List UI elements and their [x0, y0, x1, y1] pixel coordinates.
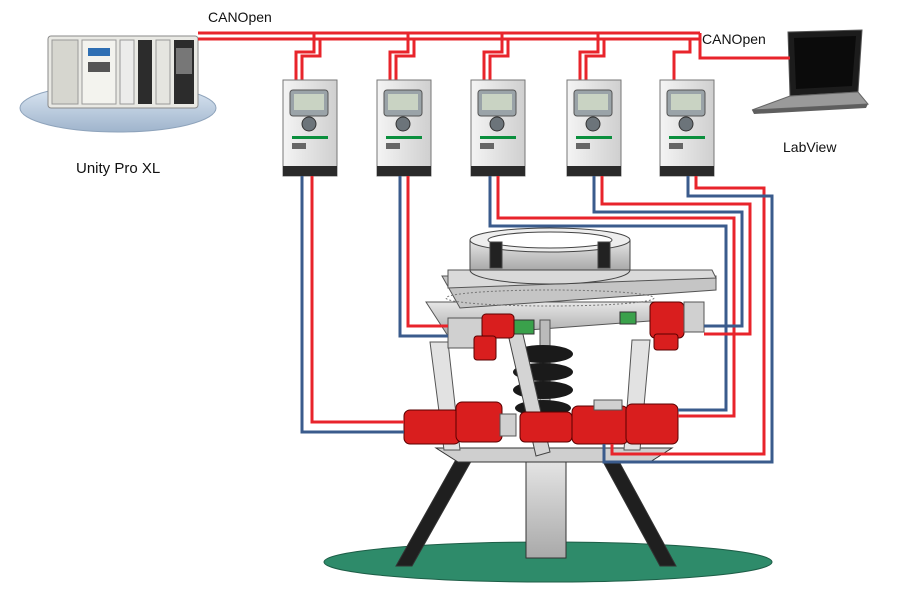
canopen-label-right: CANOpen — [702, 31, 766, 47]
servo-drive-4 — [566, 79, 622, 177]
gear-motor-3 — [403, 401, 517, 445]
gear-motor-4 — [519, 399, 679, 445]
gear-motor-1 — [447, 313, 515, 361]
servo-drive-1 — [282, 79, 338, 177]
plc-controller-icon — [19, 35, 217, 133]
laptop-icon — [751, 29, 870, 114]
gear-motor-2 — [649, 301, 705, 351]
motor-cables — [300, 176, 774, 464]
plc-label: Unity Pro XL — [76, 160, 161, 177]
laptop-label: LabView — [783, 139, 837, 155]
servo-drive-3 — [470, 79, 526, 177]
top-bearing-ring — [445, 227, 655, 307]
tripod-legs — [395, 447, 677, 567]
canopen-label-left: CANOpen — [208, 9, 272, 25]
canopen-bus — [198, 31, 790, 80]
servo-drive-5 — [659, 79, 715, 177]
servo-drive-2 — [376, 79, 432, 177]
